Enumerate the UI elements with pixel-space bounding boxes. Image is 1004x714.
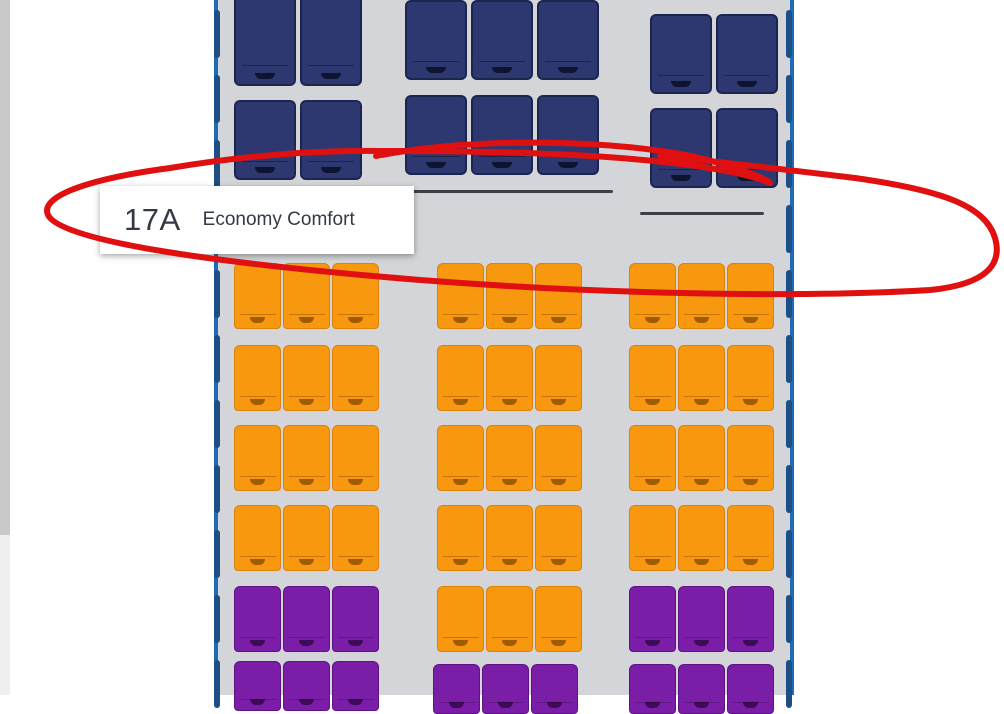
preferred-seat[interactable] xyxy=(332,425,379,491)
extra-seat[interactable] xyxy=(482,664,529,714)
extra-seat[interactable] xyxy=(629,586,676,652)
window-icon xyxy=(214,335,220,383)
preferred-seat[interactable] xyxy=(332,505,379,571)
preferred-seat[interactable] xyxy=(283,425,330,491)
window-icon xyxy=(786,205,792,253)
premium-seat[interactable] xyxy=(650,108,712,188)
preferred-seat[interactable] xyxy=(283,263,330,329)
window-icon xyxy=(214,10,220,58)
preferred-seat[interactable] xyxy=(437,263,484,329)
preferred-seat[interactable] xyxy=(629,263,676,329)
preferred-seat[interactable] xyxy=(234,505,281,571)
preferred-seat[interactable] xyxy=(283,505,330,571)
premium-seat[interactable] xyxy=(471,0,533,80)
preferred-seat[interactable] xyxy=(437,345,484,411)
extra-seat[interactable] xyxy=(629,664,676,714)
preferred-seat[interactable] xyxy=(678,505,725,571)
bulkhead-divider xyxy=(640,212,764,215)
preferred-seat[interactable] xyxy=(486,586,533,652)
premium-seat[interactable] xyxy=(300,100,362,180)
extra-seat[interactable] xyxy=(234,661,281,711)
premium-seat[interactable] xyxy=(405,95,467,175)
window-icon xyxy=(786,465,792,513)
left-panel xyxy=(0,535,10,695)
extra-seat[interactable] xyxy=(283,586,330,652)
preferred-seat[interactable] xyxy=(234,425,281,491)
preferred-seat[interactable] xyxy=(332,263,379,329)
extra-seat[interactable] xyxy=(433,664,480,714)
window-icon xyxy=(786,530,792,578)
preferred-seat[interactable] xyxy=(727,425,774,491)
premium-seat[interactable] xyxy=(650,14,712,94)
preferred-seat[interactable] xyxy=(486,505,533,571)
extra-seat[interactable] xyxy=(531,664,578,714)
extra-seat[interactable] xyxy=(678,664,725,714)
extra-seat[interactable] xyxy=(234,586,281,652)
preferred-seat[interactable] xyxy=(535,263,582,329)
window-icon xyxy=(214,400,220,448)
premium-seat[interactable] xyxy=(234,100,296,180)
window-icon xyxy=(214,660,220,708)
preferred-seat[interactable] xyxy=(678,263,725,329)
window-icon xyxy=(786,660,792,708)
premium-seat[interactable] xyxy=(300,0,362,86)
left-panel-scrollbar[interactable] xyxy=(0,0,10,535)
premium-seat[interactable] xyxy=(537,95,599,175)
extra-seat[interactable] xyxy=(283,661,330,711)
preferred-seat[interactable] xyxy=(629,505,676,571)
preferred-seat[interactable] xyxy=(437,586,484,652)
window-icon xyxy=(214,270,220,318)
preferred-seat[interactable] xyxy=(727,263,774,329)
preferred-seat[interactable] xyxy=(727,505,774,571)
preferred-seat[interactable] xyxy=(535,425,582,491)
window-icon xyxy=(786,595,792,643)
window-icon xyxy=(214,140,220,188)
premium-seat[interactable] xyxy=(234,0,296,86)
window-icon xyxy=(786,10,792,58)
bulkhead-divider xyxy=(405,190,613,193)
tooltip-cabin-class: Economy Comfort xyxy=(202,209,355,230)
preferred-seat[interactable] xyxy=(535,505,582,571)
preferred-seat[interactable] xyxy=(486,425,533,491)
preferred-seat[interactable] xyxy=(727,345,774,411)
window-icon xyxy=(786,270,792,318)
window-icon xyxy=(786,140,792,188)
window-icon xyxy=(786,400,792,448)
extra-seat[interactable] xyxy=(727,664,774,714)
window-icon xyxy=(214,75,220,123)
preferred-seat[interactable] xyxy=(437,425,484,491)
preferred-seat[interactable] xyxy=(437,505,484,571)
premium-seat[interactable] xyxy=(405,0,467,80)
preferred-seat[interactable] xyxy=(629,345,676,411)
preferred-seat[interactable] xyxy=(283,345,330,411)
extra-seat[interactable] xyxy=(727,586,774,652)
premium-seat[interactable] xyxy=(716,14,778,94)
preferred-seat[interactable] xyxy=(234,263,281,329)
preferred-seat[interactable] xyxy=(332,345,379,411)
tooltip-seat-number: 17A xyxy=(124,202,181,237)
seat-tooltip: 17A Economy Comfort xyxy=(100,186,414,254)
preferred-seat[interactable] xyxy=(486,345,533,411)
preferred-seat[interactable] xyxy=(629,425,676,491)
window-icon xyxy=(786,75,792,123)
premium-seat[interactable] xyxy=(471,95,533,175)
preferred-seat[interactable] xyxy=(486,263,533,329)
preferred-seat[interactable] xyxy=(234,345,281,411)
preferred-seat[interactable] xyxy=(535,345,582,411)
preferred-seat[interactable] xyxy=(678,345,725,411)
extra-seat[interactable] xyxy=(332,586,379,652)
window-icon xyxy=(214,530,220,578)
premium-seat[interactable] xyxy=(537,0,599,80)
extra-seat[interactable] xyxy=(332,661,379,711)
preferred-seat[interactable] xyxy=(678,425,725,491)
window-icon xyxy=(786,335,792,383)
extra-seat[interactable] xyxy=(678,586,725,652)
window-icon xyxy=(214,595,220,643)
premium-seat[interactable] xyxy=(716,108,778,188)
preferred-seat[interactable] xyxy=(535,586,582,652)
window-icon xyxy=(214,465,220,513)
